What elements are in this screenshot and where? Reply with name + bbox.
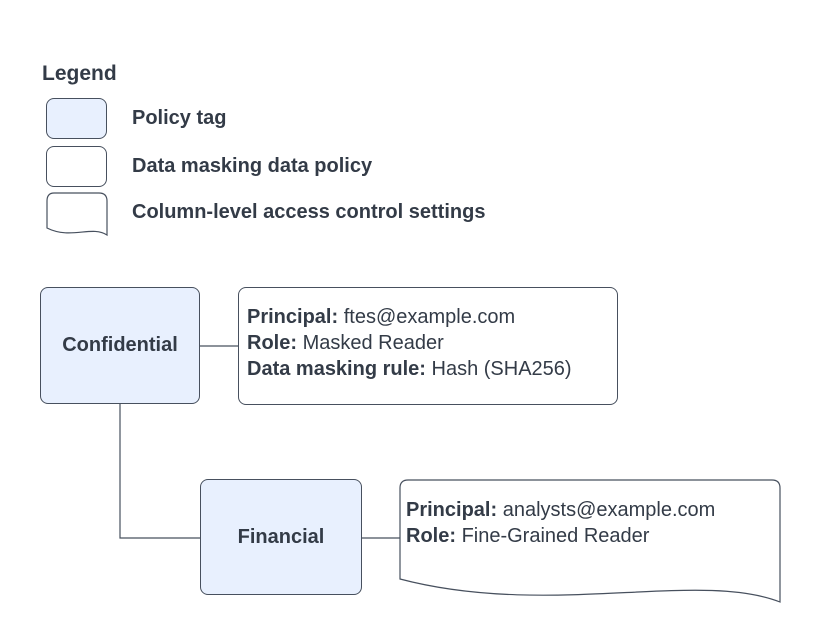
field-value: ftes@example.com [343,306,516,328]
legend-data-policy-swatch [46,146,107,187]
access-settings-document-text: Principal: analysts@example.com Role: Fi… [406,497,715,549]
node-financial-label: Financial [237,525,325,548]
masking-policy-rule-line: Data masking rule: Hash (SHA256) [247,356,611,382]
access-settings-principal-line: Principal: analysts@example.com [406,497,715,523]
legend-label-data-policy: Data masking data policy [132,155,373,177]
legend-label-policy-tag: Policy tag [132,107,227,129]
legend-policy-tag-swatch [46,98,107,139]
node-confidential: Confidential [40,287,200,404]
access-settings-document-shape [399,479,781,603]
masking-policy-role-line: Role: Masked Reader [247,330,611,356]
legend-title: Legend [42,62,117,85]
field-value: Masked Reader [302,332,444,354]
masking-policy-card: Principal: ftes@example.com Role: Masked… [238,287,618,405]
field-value: Fine-Grained Reader [461,525,650,547]
field-value: Hash (SHA256) [431,358,572,380]
connector-confidential-to-financial [119,404,200,539]
field-label: Principal: [406,499,498,521]
legend-label-document: Column-level access control settings [132,201,486,223]
field-label: Role: [406,525,456,547]
access-settings-role-line: Role: Fine-Grained Reader [406,523,715,549]
field-label: Role: [247,332,297,354]
node-financial: Financial [200,479,362,595]
masking-policy-principal-line: Principal: ftes@example.com [247,304,611,330]
field-value: analysts@example.com [502,499,716,521]
legend-document-swatch [46,192,108,237]
node-confidential-label: Confidential [62,334,178,356]
field-label: Principal: [247,306,339,328]
field-label: Data masking rule: [247,358,426,380]
